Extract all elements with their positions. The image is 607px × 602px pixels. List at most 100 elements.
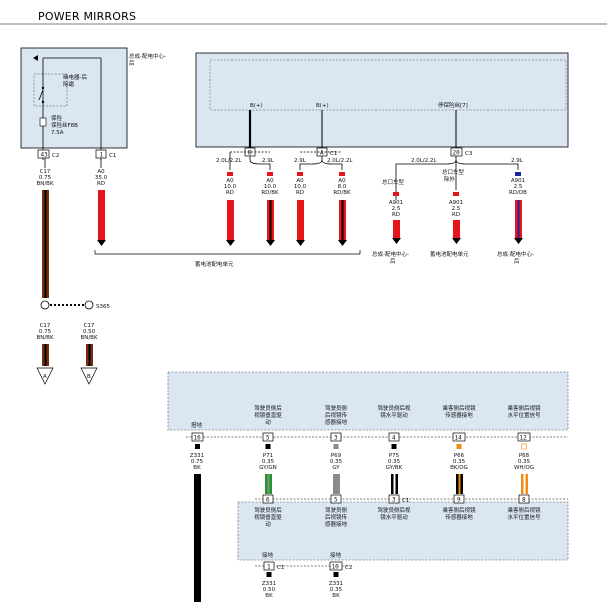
- variant-label: 2.9L: [511, 158, 524, 164]
- svg-text:BK/OG: BK/OG: [450, 465, 468, 471]
- svg-text:A901: A901: [511, 178, 525, 184]
- group-brace: [94, 250, 361, 255]
- wire-label: Z331 0.50 BK: [262, 581, 276, 599]
- fuse-icon: [39, 117, 47, 127]
- svg-text:乘客侧后视镜: 乘客侧后视镜: [507, 506, 541, 514]
- svg-text:A0: A0: [338, 178, 346, 184]
- svg-text:镜水平驱动: 镜水平驱动: [380, 513, 408, 521]
- variant-label: 2.9L: [262, 158, 275, 164]
- connector-pin-label: 10: [332, 564, 340, 571]
- svg-text:GY: GY: [332, 465, 340, 471]
- page-title: POWER MIRRORS: [38, 10, 136, 23]
- bplus-label: B(+): [250, 103, 263, 109]
- pin-function-label: 驾驶员侧后视 镜水平驱动: [377, 506, 411, 521]
- wire-label: A0 10.0 RD: [294, 178, 307, 196]
- arrow-down-icon: [452, 238, 461, 244]
- svg-text:BN/BK: BN/BK: [36, 335, 54, 341]
- svg-text:驾驶员侧后视: 驾驶员侧后视: [377, 506, 411, 514]
- variant-label: 2.0L/2.2L: [411, 158, 437, 164]
- svg-text:A0: A0: [226, 178, 234, 184]
- connector-pin: [388, 494, 400, 504]
- svg-text:0.50: 0.50: [263, 587, 276, 593]
- connector-pin-label: 3: [334, 435, 338, 442]
- pin-function-label: 乘客侧后视镜 水平位置信号: [507, 404, 541, 419]
- svg-text:GY/BK: GY/BK: [386, 465, 403, 471]
- ground-label: 接地: [262, 551, 274, 559]
- wire-label: A0 8.0 RD/BK: [333, 178, 351, 196]
- svg-text:传感器接地: 传感器接地: [445, 513, 473, 521]
- connector-pin-label: 6: [266, 497, 270, 504]
- svg-text:传感器接地: 传感器接地: [445, 411, 473, 419]
- svg-text:0.35: 0.35: [330, 587, 343, 593]
- svg-text:驾驶员侧: 驾驶员侧: [325, 506, 348, 514]
- connector-pin-label: 5: [334, 497, 338, 504]
- wire-label: P66 0.35 BK/OG: [450, 453, 468, 471]
- connector-id: C1: [109, 153, 116, 159]
- connector-pin: [263, 561, 275, 571]
- svg-text:视镜垂直驱: 视镜垂直驱: [254, 411, 282, 419]
- svg-text:乘客侧后视镜: 乘客侧后视镜: [442, 404, 476, 412]
- pin-function-label: 驾驶员侧后 视镜垂直驱 动: [254, 404, 282, 426]
- connector-pin-label: 1: [267, 564, 271, 571]
- svg-text:驾驶员侧: 驾驶员侧: [325, 404, 348, 412]
- pin-function-label: 乘客侧后视镜 传感器接地: [442, 506, 476, 521]
- rear-distribution-center: 总成-配电中心- 后 继电器-后 除霜 保险 保险丝F8B 7.5A: [20, 47, 166, 160]
- connector-pin-label: 16: [194, 435, 202, 442]
- svg-text:P68: P68: [519, 453, 530, 459]
- connector-pin-label: 8: [522, 497, 526, 504]
- fuse-label: 停保险丝[7]: [438, 101, 468, 109]
- svg-text:RD/DB: RD/DB: [509, 190, 527, 196]
- wire-label: P75 0.35 GY/BK: [386, 453, 403, 471]
- svg-text:BK: BK: [193, 465, 201, 471]
- svg-text:后视镜传: 后视镜传: [325, 411, 348, 419]
- connector-pin-label: 1: [100, 152, 104, 159]
- pin-function-label: 乘客侧后视镜 水平位置信号: [507, 506, 541, 521]
- svg-text:A0: A0: [296, 178, 304, 184]
- wire-label: A0 35.0 RD: [95, 169, 108, 187]
- svg-text:水平位置信号: 水平位置信号: [507, 513, 541, 521]
- svg-text:10.0: 10.0: [264, 184, 277, 190]
- svg-text:BK: BK: [265, 593, 273, 599]
- connector-pin: [452, 432, 466, 442]
- svg-text:A0: A0: [97, 169, 105, 175]
- svg-text:P66: P66: [454, 453, 465, 459]
- svg-text:A901: A901: [389, 200, 403, 206]
- connector-pin: [329, 561, 343, 571]
- wire-red: [453, 220, 460, 238]
- wire-red: [98, 190, 105, 240]
- svg-text:10.0: 10.0: [224, 184, 237, 190]
- arrow-down-icon: [296, 240, 305, 246]
- wire-red: [393, 220, 400, 238]
- svg-text:35.0: 35.0: [95, 175, 108, 181]
- connector-id: C1: [277, 565, 284, 571]
- svg-text:驾驶员侧后视: 驾驶员侧后视: [377, 404, 411, 412]
- svg-text:2.5: 2.5: [452, 206, 461, 212]
- svg-text:Z331: Z331: [190, 453, 204, 459]
- wire-red: [297, 200, 304, 240]
- arrow-down-icon: [392, 238, 401, 244]
- svg-text:BN/BK: BN/BK: [80, 335, 98, 341]
- variant-label: 除外: [444, 175, 456, 183]
- wire-label: Z331 0.35 BK: [329, 581, 343, 599]
- svg-text:RD: RD: [226, 190, 234, 196]
- connector-id: C1: [330, 151, 337, 157]
- connector-pin-label: 14: [455, 435, 463, 442]
- pin-function-label: 驾驶员侧 后视镜传 感器接地: [325, 506, 348, 528]
- svg-text:0.50: 0.50: [83, 329, 96, 335]
- connector-pin: [330, 432, 342, 442]
- svg-text:10.0: 10.0: [294, 184, 307, 190]
- svg-text:RD/BK: RD/BK: [261, 190, 279, 196]
- wire-label: Z331 0.75 BK: [190, 453, 204, 471]
- wire-label: A0 10.0 RD/BK: [261, 178, 279, 196]
- relay-box: [33, 73, 68, 107]
- destination-label: 蓄电池配电单元: [195, 260, 234, 268]
- svg-text:C17: C17: [84, 323, 95, 329]
- connector-id: C3: [465, 151, 473, 157]
- svg-text:0.75: 0.75: [39, 175, 52, 181]
- arrow-down-icon: [97, 240, 106, 246]
- bplus-label: B(+): [316, 103, 329, 109]
- offpage-arrow-b: [80, 367, 98, 385]
- wire-label: P68 0.35 WH/OG: [514, 453, 534, 471]
- connector-pin: [191, 432, 204, 442]
- relay-label-1: 继电器-后: [63, 73, 87, 81]
